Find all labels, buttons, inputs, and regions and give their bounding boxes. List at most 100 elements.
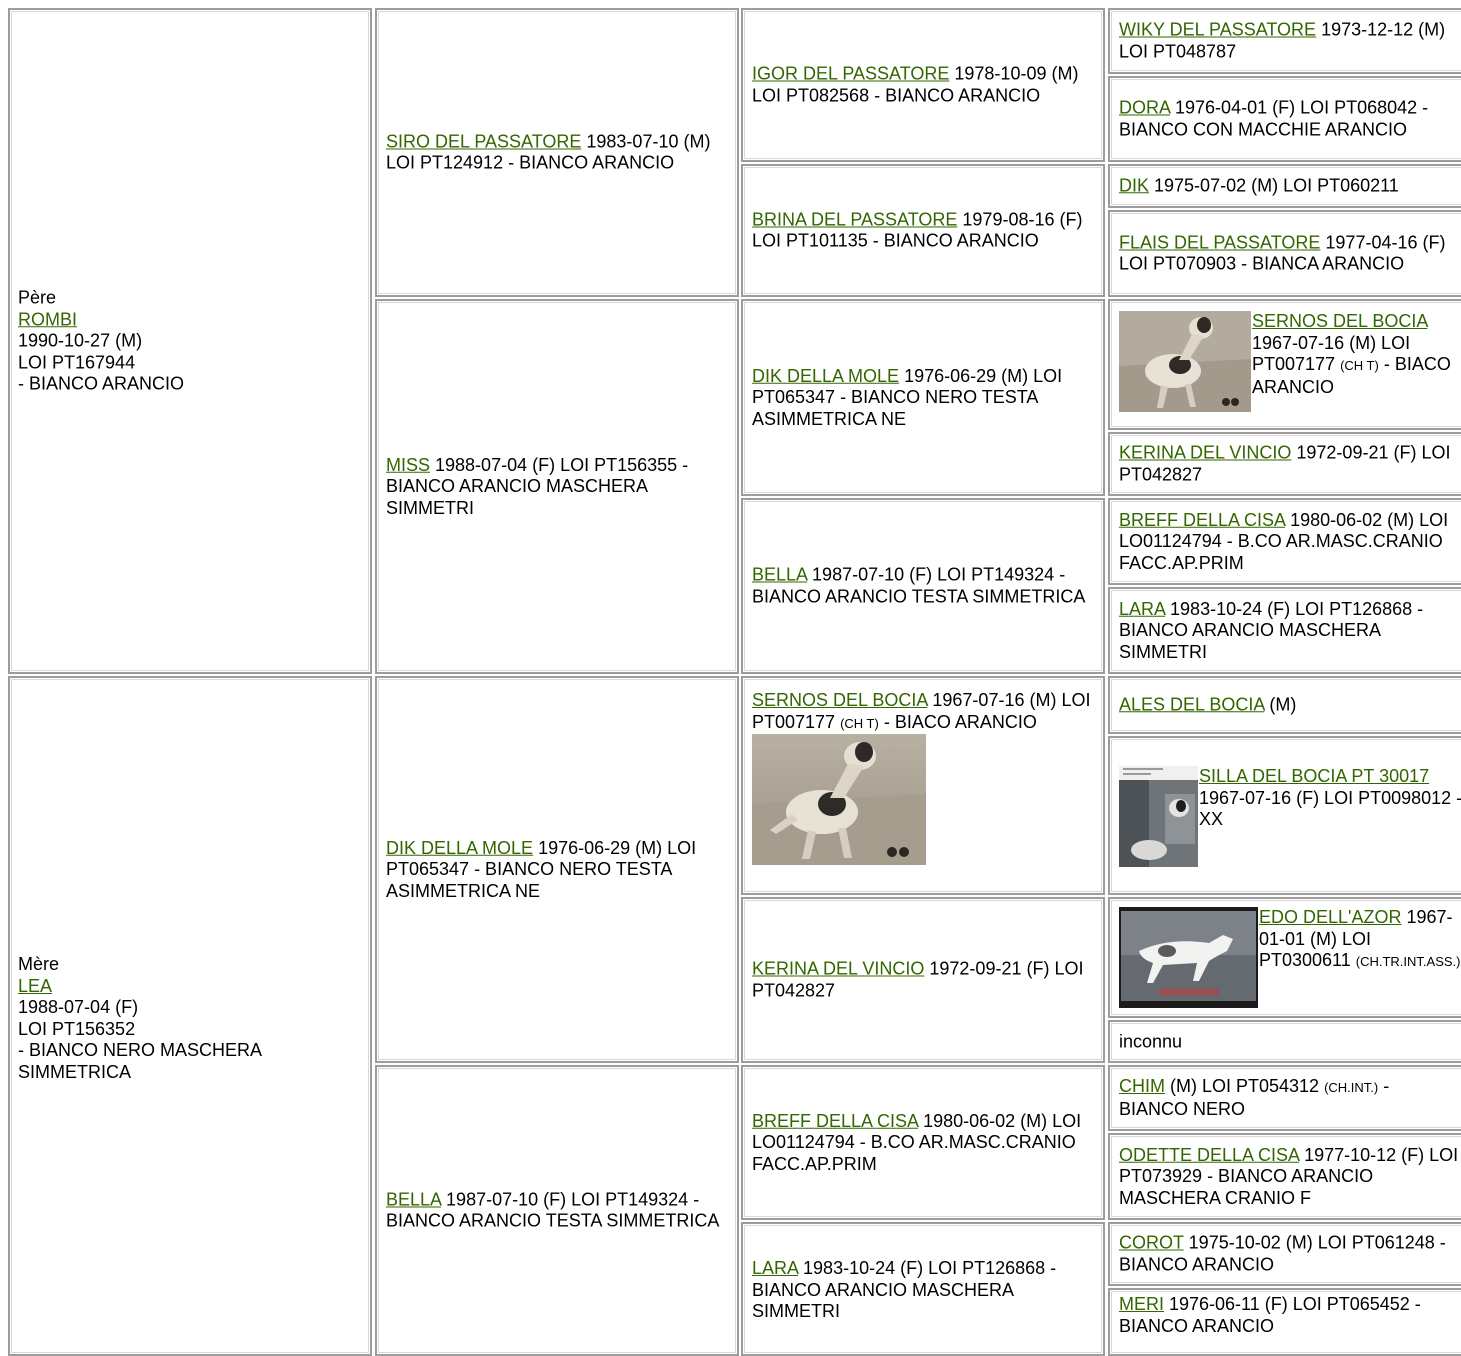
ancestor-details: 1987-07-10 (F) LOI PT149324 - BIANCO ARA… [752,564,1086,607]
dog-photo-standing[interactable] [1119,766,1198,867]
gen3-cell-4: BELLA 1987-07-10 (F) LOI PT149324 - BIAN… [741,498,1105,674]
ancestor-link[interactable]: FLAIS DEL PASSATORE [1119,232,1321,252]
gen2-cell-1: SIRO DEL PASSATORE 1983-07-10 (M) LOI PT… [375,8,739,297]
gen4-cell-8: LARA 1983-10-24 (F) LOI PT126868 - BIANC… [1108,587,1461,674]
gen3-cell-6: KERINA DEL VINCIO 1972-09-21 (F) LOI PT0… [741,897,1105,1063]
ancestor-link[interactable]: DIK DELLA MOLE [386,837,534,858]
dog-photo-running[interactable] [1119,907,1258,1008]
ancestor-link[interactable]: SERNOS DEL BOCIA [752,690,928,710]
ancestor-link[interactable]: MERI [1119,1294,1164,1314]
dog-photo-pointing[interactable] [752,734,926,865]
gen3-cell-8: LARA 1983-10-24 (F) LOI PT126868 - BIANC… [741,1222,1105,1356]
title-badge: (CH T) [840,715,879,731]
ancestor-link[interactable]: BELLA [752,564,808,585]
mother-registry: LOI PT156352 [18,1018,136,1039]
ancestor-details: 1977-04-16 (F) LOI PT070903 - BIANCA ARA… [1119,232,1446,274]
ancestor-details: 1975-07-02 (M) LOI PT060211 [1149,175,1399,196]
ancestor-link[interactable]: DIK [1119,175,1150,196]
gen4-cell-15: COROT 1975-10-02 (M) LOI PT061248 - BIAN… [1108,1222,1461,1286]
ancestor-link[interactable]: SILLA DEL BOCIA PT 30017 [1199,766,1430,786]
ancestor-color: - BIANCO NERO [1119,1076,1390,1119]
mother-label: Mère [18,954,60,974]
ancestor-details: 1976-06-11 (F) LOI PT065452 - BIANCO ARA… [1119,1294,1421,1336]
ancestor-details: 1976-06-29 (M) LOI PT065347 - BIANCO NER… [386,837,697,901]
gen2-cell-4: BELLA 1987-07-10 (F) LOI PT149324 - BIAN… [375,1065,739,1356]
gen4-cell-3: DIK 1975-07-02 (M) LOI PT060211 [1108,164,1461,208]
ancestor-details: 1976-06-29 (M) LOI PT065347 - BIANCO NER… [752,365,1063,429]
title-badge: (CH T) [1340,358,1379,373]
ancestor-details: 1967-07-16 (F) LOI PT0098012 - XX [1199,787,1461,830]
ancestor-details: 1967-07-16 (M) LOI PT007177 [752,690,1091,732]
gen4-cell-11: EDO DELL'AZOR 1967-01-01 (M) LOI PT03006… [1108,897,1461,1018]
gen4-cell-5: SERNOS DEL BOCIA 1967-07-16 (M) LOI PT00… [1108,299,1461,430]
gen4-cell-16: MERI 1976-06-11 (F) LOI PT065452 - BIANC… [1108,1288,1461,1356]
gen4-cell-14: ODETTE DELLA CISA 1977-10-12 (F) LOI PT0… [1108,1133,1461,1220]
ancestor-color: - BIACO ARANCIO [878,711,1037,732]
ancestor-details: 1983-10-24 (F) LOI PT126868 - BIANCO ARA… [1119,598,1424,662]
father-color: - BIANCO ARANCIO [18,373,185,394]
ancestor-details: (M) LOI PT054312 [1165,1076,1325,1096]
gen3-cell-3: DIK DELLA MOLE 1976-06-29 (M) LOI PT0653… [741,299,1105,496]
ancestor-link[interactable]: ALES DEL BOCIA [1119,694,1265,715]
gen3-cell-5: SERNOS DEL BOCIA 1967-07-16 (M) LOI PT00… [741,676,1105,895]
ancestor-link[interactable]: EDO DELL'AZOR [1259,907,1402,927]
gen2-cell-2: MISS 1988-07-04 (F) LOI PT156355 - BIANC… [375,299,739,674]
gen3-cell-1: IGOR DEL PASSATORE 1978-10-09 (M) LOI PT… [741,8,1105,162]
ancestor-link[interactable]: IGOR DEL PASSATORE [752,63,950,84]
ancestor-details: 1978-10-09 (M) LOI PT082568 - BIANCO ARA… [752,63,1079,106]
gen4-cell-2: DORA 1976-04-01 (F) LOI PT068042 - BIANC… [1108,76,1461,162]
ancestor-details: 1979-08-16 (F) LOI PT101135 - BIANCO ARA… [752,209,1083,251]
mother-cell: Mère LEA 1988-07-04 (F) LOI PT156352 - B… [8,676,372,1356]
gen4-cell-4: FLAIS DEL PASSATORE 1977-04-16 (F) LOI P… [1108,210,1461,297]
father-name-link[interactable]: ROMBI [18,308,78,329]
ancestor-link[interactable]: BREFF DELLA CISA [1119,509,1286,530]
ancestor-details: 1980-06-02 (M) LOI LO01124794 - B.CO AR.… [1119,509,1449,573]
ancestor-link[interactable]: KERINA DEL VINCIO [1119,442,1292,463]
ancestor-link[interactable]: WIKY DEL PASSATORE [1119,19,1317,40]
ancestor-link[interactable]: DIK DELLA MOLE [752,365,900,386]
ancestor-link[interactable]: MISS [386,454,431,475]
ancestor-details: 1987-07-10 (F) LOI PT149324 - BIANCO ARA… [386,1189,720,1231]
ancestor-color: - BIACO ARANCIO [1252,354,1451,397]
gen4-cell-1: WIKY DEL PASSATORE 1973-12-12 (M) LOI PT… [1108,8,1461,74]
ancestor-link[interactable]: BELLA [386,1189,442,1209]
ancestor-details: (M) [1264,694,1297,715]
ancestor-details: 1973-12-12 (M) LOI PT048787 [1119,19,1446,62]
mother-color: - BIANCO NERO MASCHERA SIMMETRICA [18,1040,262,1082]
ancestor-details: 1977-10-12 (F) LOI PT073929 - BIANCO ARA… [1119,1144,1459,1208]
ancestor-link[interactable]: DORA [1119,97,1171,118]
ancestor-link[interactable]: LARA [752,1258,799,1278]
unknown-ancestor: inconnu [1119,1030,1183,1051]
father-cell: Père ROMBI 1990-10-27 (M) LOI PT167944 -… [8,8,372,674]
ancestor-link[interactable]: KERINA DEL VINCIO [752,958,925,979]
father-registry: LOI PT167944 [18,351,136,372]
ancestor-link[interactable]: BRINA DEL PASSATORE [752,209,958,229]
gen2-cell-3: DIK DELLA MOLE 1976-06-29 (M) LOI PT0653… [375,676,739,1063]
father-birth: 1990-10-27 (M) [18,330,143,351]
ancestor-link[interactable]: ODETTE DELLA CISA [1119,1144,1300,1165]
ancestor-link[interactable]: BREFF DELLA CISA [752,1110,919,1131]
gen4-cell-7: BREFF DELLA CISA 1980-06-02 (M) LOI LO01… [1108,498,1461,585]
ancestor-details: 1975-10-02 (M) LOI PT061248 - BIANCO ARA… [1119,1232,1446,1275]
gen3-cell-2: BRINA DEL PASSATORE 1979-08-16 (F) LOI P… [741,164,1105,297]
ancestor-link[interactable]: COROT [1119,1232,1184,1253]
ancestor-details: 1967-07-16 (M) LOI PT007177 [1252,332,1411,375]
dog-photo-pointing[interactable] [1119,311,1251,412]
ancestor-details: 1983-07-10 (M) LOI PT124912 - BIANCO ARA… [386,131,711,173]
ancestor-link[interactable]: SERNOS DEL BOCIA [1252,311,1428,331]
gen3-cell-7: BREFF DELLA CISA 1980-06-02 (M) LOI LO01… [741,1065,1105,1220]
ancestor-link[interactable]: CHIM [1119,1076,1165,1096]
ancestor-details: 1976-04-01 (F) LOI PT068042 - BIANCO CON… [1119,97,1429,140]
gen4-cell-12: inconnu [1108,1020,1461,1063]
father-label: Père [18,287,57,308]
ancestor-details: 1972-09-21 (F) LOI PT042827 [752,958,1084,1001]
ancestor-details: 1983-10-24 (F) LOI PT126868 - BIANCO ARA… [752,1258,1057,1321]
mother-name-link[interactable]: LEA [18,975,53,996]
ancestor-details: 1967-01-01 (M) LOI PT0300611 [1259,907,1453,970]
title-badge: (CH.TR.INT.ASS.) [1355,954,1461,969]
ancestor-link[interactable]: SIRO DEL PASSATORE [386,131,582,151]
ancestor-link[interactable]: LARA [1119,598,1166,619]
ancestor-details: 1972-09-21 (F) LOI PT042827 [1119,442,1451,485]
gen4-cell-6: KERINA DEL VINCIO 1972-09-21 (F) LOI PT0… [1108,432,1461,496]
title-badge: (CH.INT.) [1324,1080,1379,1095]
